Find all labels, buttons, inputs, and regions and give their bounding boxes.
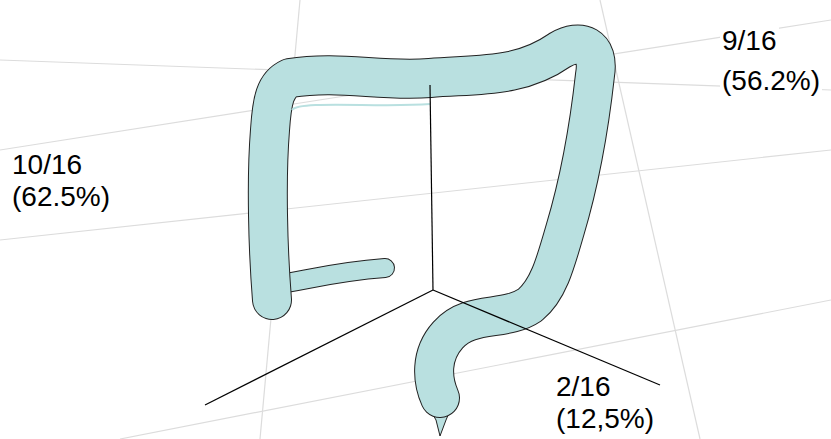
- axes: [205, 85, 660, 405]
- percentage-label: 9/16: [720, 26, 779, 56]
- percentage-label: (12,5%): [554, 404, 656, 434]
- percentage-label: (62.5%): [10, 182, 112, 212]
- colon-detail: [292, 104, 430, 110]
- percentage-label: (56.2%): [720, 66, 822, 96]
- percentage-label: 10/16: [10, 150, 84, 180]
- percentage-label: 2/16: [554, 372, 613, 402]
- colon-outline: [268, 44, 596, 398]
- colon: [268, 44, 596, 398]
